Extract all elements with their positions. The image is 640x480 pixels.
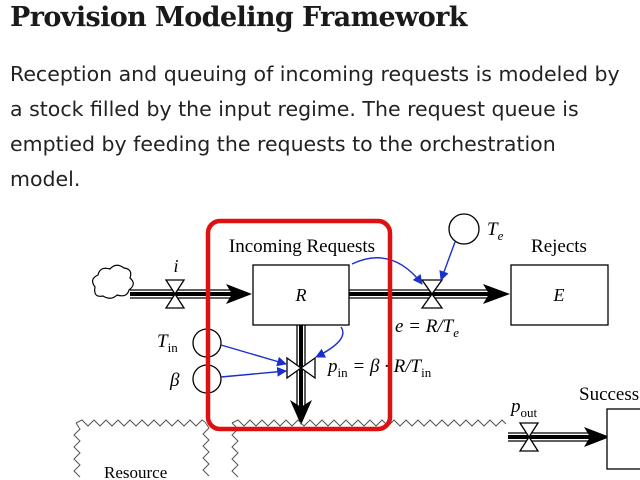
resource-wavy-boxes — [73, 419, 507, 478]
stock-r-label: R — [295, 285, 307, 305]
resource-label: Resource — [104, 463, 167, 480]
tin-variable: Tin — [157, 331, 178, 355]
reject-valve-icon — [420, 279, 444, 309]
success-pipe — [508, 427, 610, 447]
rejects-label: Rejects — [531, 236, 587, 257]
reject-rate-equation: e = R/Te — [395, 316, 459, 340]
outflow-pipe — [290, 325, 312, 425]
stock-e-box — [510, 264, 609, 326]
te-variable: Te — [487, 219, 504, 243]
outflow-valve-icon — [286, 356, 316, 380]
inflow-variable: i — [173, 256, 178, 276]
success-stock-box — [606, 408, 640, 470]
pout-variable: pout — [509, 396, 538, 420]
incoming-requests-label: Incoming Requests — [229, 236, 375, 257]
slide-body-text: Reception and queuing of incoming reques… — [10, 62, 620, 191]
source-cloud-icon — [92, 264, 134, 299]
reject-pipe — [349, 284, 510, 304]
success-label: Success — [579, 384, 639, 405]
outflow-rate-equation: pin = β · R/Tin — [326, 356, 432, 380]
success-valve-icon — [518, 422, 540, 452]
beta-variable: β — [169, 370, 180, 391]
stock-e-label: E — [553, 285, 565, 305]
inflow-valve-icon — [164, 279, 186, 309]
highlight-box — [205, 218, 393, 432]
stock-r-box — [252, 264, 350, 326]
inflow-pipe — [130, 284, 252, 304]
slide-title: Provision Modeling Framework — [10, 2, 468, 33]
te-constant-circle — [448, 213, 480, 245]
